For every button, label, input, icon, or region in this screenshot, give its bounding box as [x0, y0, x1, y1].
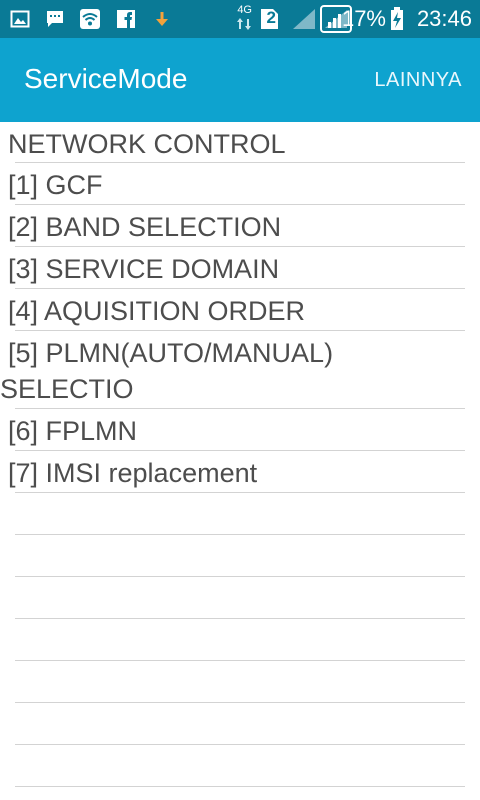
divider — [15, 408, 465, 409]
overflow-menu-button[interactable]: LAINNYA — [374, 69, 462, 91]
list-item-label: [7] IMSI replacement — [8, 458, 258, 488]
sim-slot-number: 2 — [266, 8, 276, 27]
data-activity-icon — [236, 18, 252, 30]
sim-slot-icon — [258, 8, 280, 30]
empty-list-row[interactable] — [0, 619, 480, 661]
list-item-gcf[interactable]: [1] GCF — [0, 163, 480, 205]
list-item-band-selection[interactable]: [2] BAND SELECTION — [0, 205, 480, 247]
wifi-icon — [80, 9, 100, 29]
divider — [15, 618, 465, 619]
action-bar: ServiceMode LAINNYA — [0, 38, 480, 122]
status-bar: 4G 2 17% — [0, 0, 480, 38]
list-item-label-line2: SELECTIO — [0, 374, 134, 404]
empty-list-row[interactable] — [0, 703, 480, 745]
list-item-label: [4] AQUISITION ORDER — [8, 296, 306, 326]
divider — [15, 330, 465, 331]
list-item-label-line1: [5] PLMN(AUTO/MANUAL) — [8, 338, 334, 368]
empty-list-row[interactable] — [0, 577, 480, 619]
empty-list-row[interactable] — [0, 493, 480, 535]
empty-list-row[interactable] — [0, 535, 480, 577]
divider — [15, 492, 465, 493]
list-item-plmn-selection[interactable]: [5] PLMN(AUTO/MANUAL) SELECTIO — [0, 331, 480, 409]
chat-icon — [45, 9, 65, 29]
divider — [15, 660, 465, 661]
list-item-fplmn[interactable]: [6] FPLMN — [0, 409, 480, 451]
signal-strength-icon-sim1 — [292, 8, 316, 30]
divider — [15, 702, 465, 703]
list-item-label: [3] SERVICE DOMAIN — [8, 254, 280, 284]
network-type-label: 4G — [237, 4, 252, 16]
app-title: ServiceMode — [24, 63, 188, 94]
list-header[interactable]: NETWORK CONTROL — [0, 122, 480, 163]
list-item-label: [2] BAND SELECTION — [8, 212, 282, 242]
list-item-label: [1] GCF — [8, 170, 103, 200]
list-item-aquisition-order[interactable]: [4] AQUISITION ORDER — [0, 289, 480, 331]
empty-list-row[interactable] — [0, 661, 480, 703]
list-item-label: [6] FPLMN — [8, 416, 138, 446]
download-arrow-icon — [152, 9, 172, 29]
clock: 23:46 — [416, 6, 472, 31]
divider — [15, 534, 465, 535]
signal-strength-icon-sim2 — [320, 5, 352, 33]
list-item-label: NETWORK CONTROL — [8, 129, 286, 159]
divider — [15, 162, 465, 163]
image-icon — [10, 9, 30, 29]
battery-charging-icon — [390, 7, 404, 31]
service-menu-list: NETWORK CONTROL [1] GCF [2] BAND SELECTI… — [0, 122, 480, 800]
divider — [15, 576, 465, 577]
divider — [15, 744, 465, 745]
empty-list-row[interactable] — [0, 745, 480, 787]
facebook-icon — [116, 9, 136, 29]
battery-percent: 17% — [341, 6, 386, 31]
divider — [15, 288, 465, 289]
list-item-service-domain[interactable]: [3] SERVICE DOMAIN — [0, 247, 480, 289]
divider — [15, 450, 465, 451]
divider — [15, 204, 465, 205]
divider — [15, 246, 465, 247]
list-item-imsi-replacement[interactable]: [7] IMSI replacement — [0, 451, 480, 493]
divider — [15, 786, 465, 787]
